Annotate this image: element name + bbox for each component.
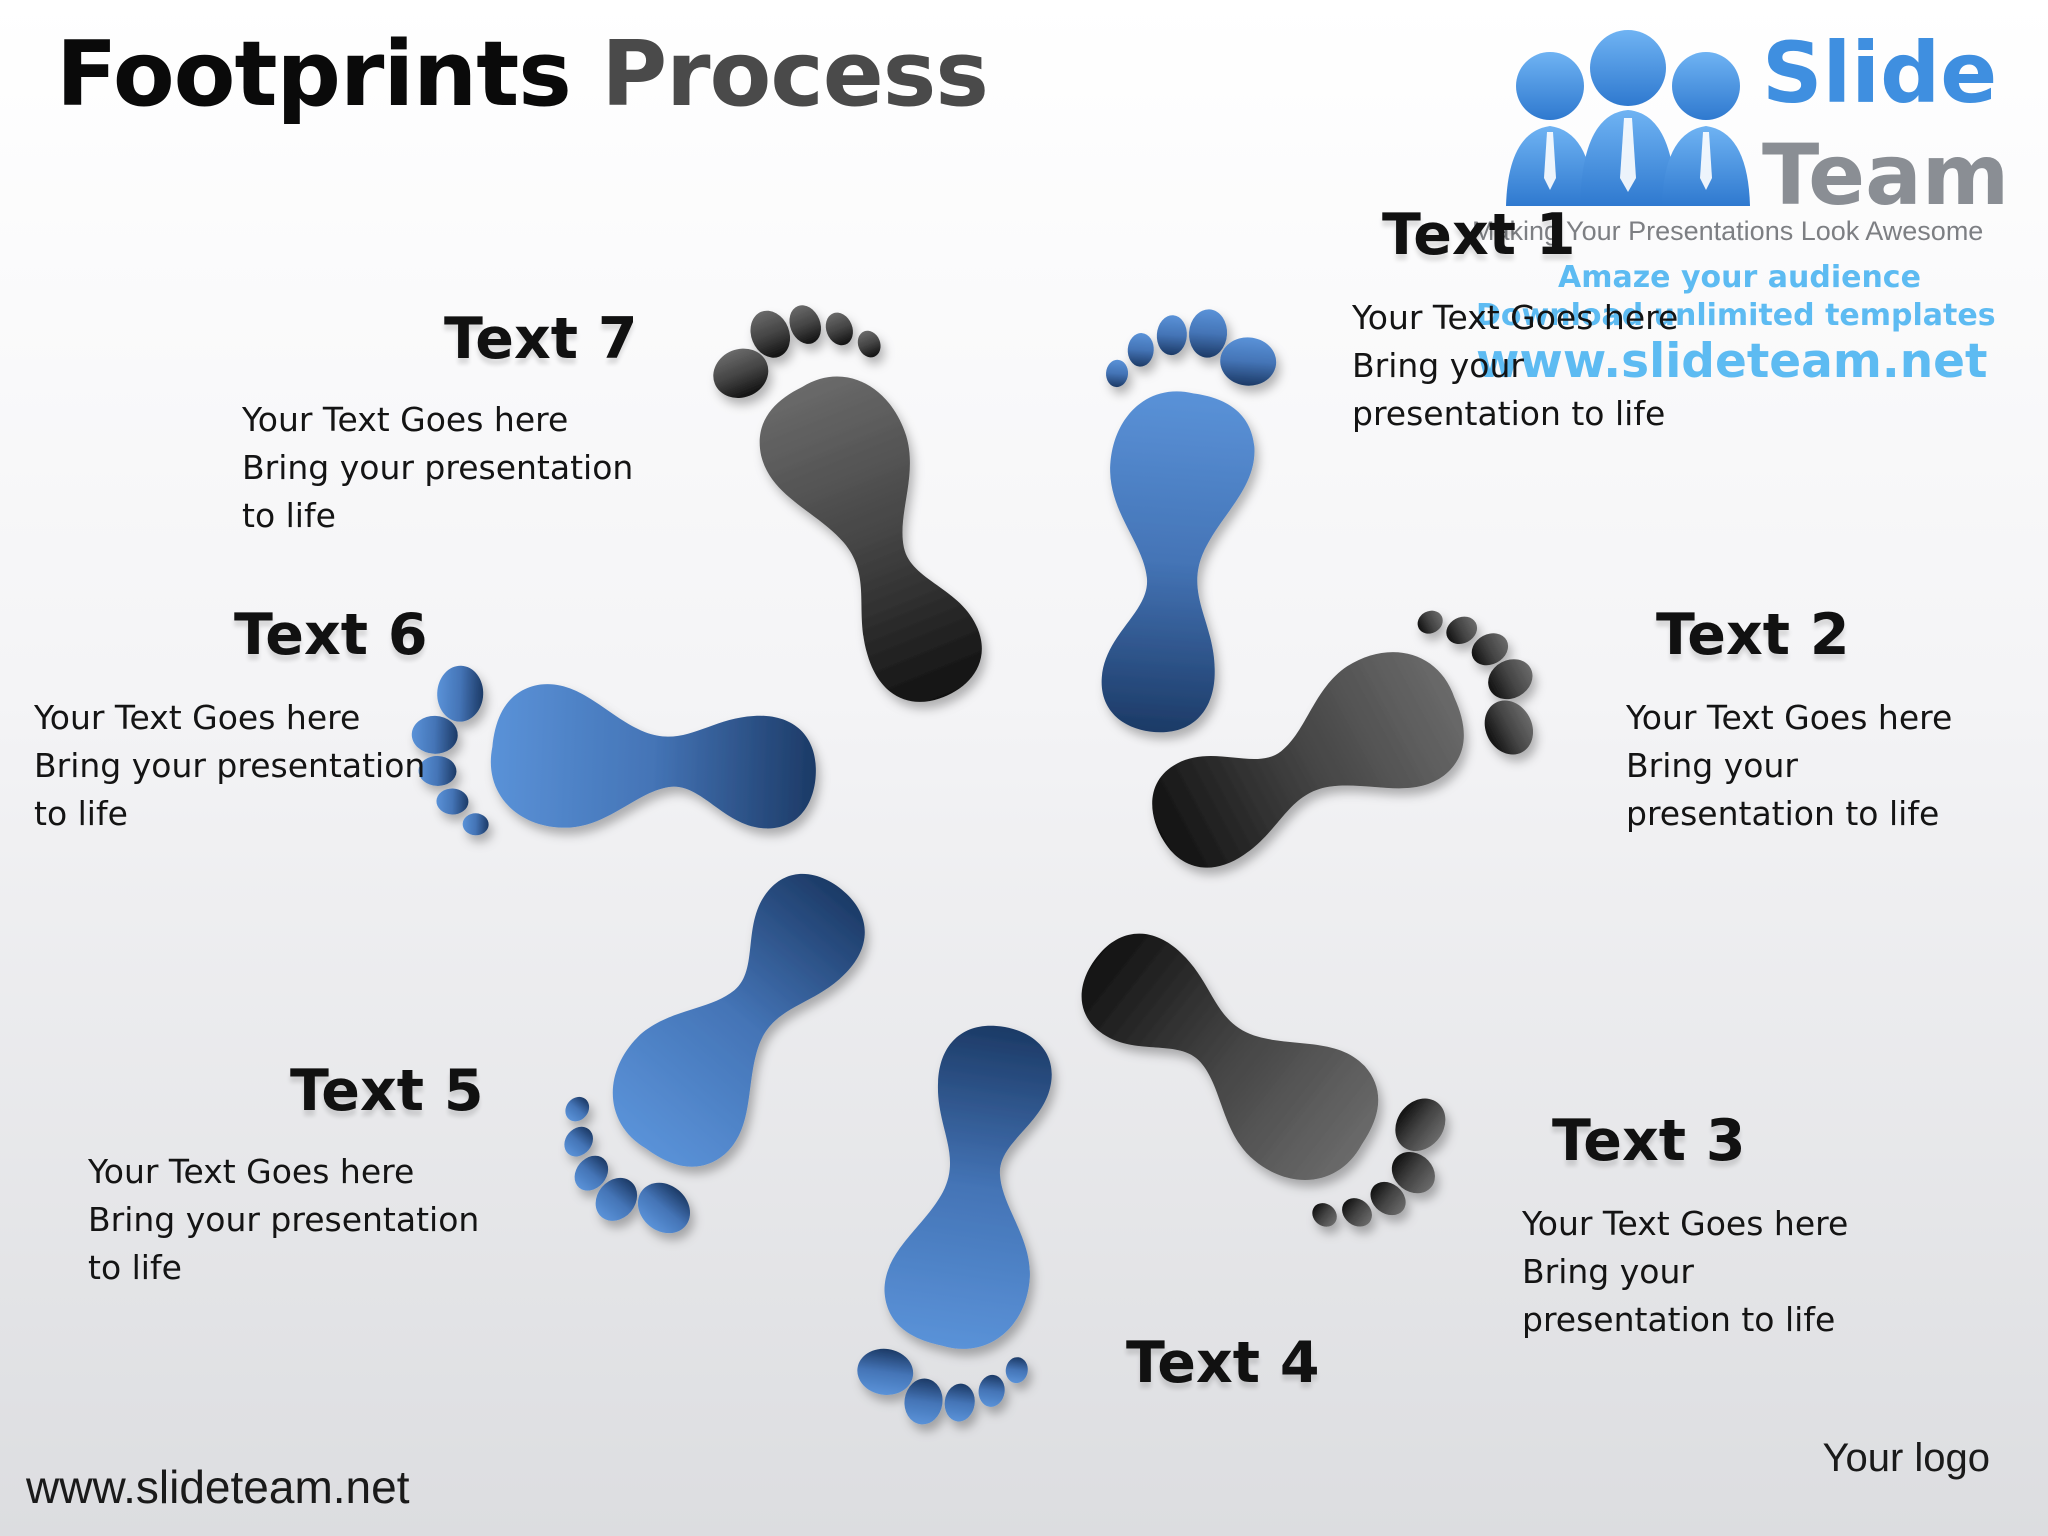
brand-tagline: Making Your Presentations Look Awesome — [1472, 216, 1984, 246]
footer-website: www.slideteam.net — [26, 1461, 410, 1513]
promo-line-1: Amaze your audience — [1558, 260, 1921, 295]
step-3-line-1: Your Text Goes here — [1522, 1204, 1849, 1243]
step-3-line-3: presentation to life — [1522, 1300, 1836, 1339]
step-1-line-1: Your Text Goes here — [1352, 298, 1679, 337]
step-3-label: Text 3 — [1552, 1108, 1746, 1174]
promo-line-2: Download unlimited templates — [1476, 298, 1996, 333]
step-2-description: Your Text Goes here Bring your presentat… — [1626, 694, 1952, 838]
step-7-line-2: Bring your presentation — [242, 448, 634, 487]
step-1-label: Text 1 — [1382, 202, 1576, 268]
step-7-line-3: to life — [242, 496, 336, 535]
step-6-footprint — [408, 664, 820, 848]
step-5-label: Text 5 — [290, 1058, 484, 1124]
step-6-description: Your Text Goes here Bring your presentat… — [34, 694, 425, 838]
step-5-line-2: Bring your presentation — [88, 1200, 480, 1239]
step-1-line-3: presentation to life — [1352, 394, 1666, 433]
step-7-line-1: Your Text Goes here — [242, 400, 569, 439]
step-1-footprint — [1081, 302, 1280, 739]
step-7-description: Your Text Goes here Bring your presentat… — [242, 396, 633, 540]
step-6-line-2: Bring your presentation — [34, 746, 426, 785]
title-part-1: Footprints — [56, 22, 572, 127]
step-4-footprint — [850, 1013, 1075, 1439]
step-6-line-3: to life — [34, 794, 128, 833]
step-2-label: Text 2 — [1656, 602, 1850, 668]
step-6-line-1: Your Text Goes here — [34, 698, 361, 737]
step-3-footprint — [1051, 882, 1475, 1265]
step-3-line-2: Bring your — [1522, 1252, 1694, 1291]
step-2-line-2: Bring your — [1626, 746, 1798, 785]
title-part-2: Process — [601, 22, 989, 127]
promo-url: www.slideteam.net — [1476, 334, 1988, 389]
step-7-label: Text 7 — [444, 306, 638, 372]
step-5-footprint — [525, 842, 916, 1262]
step-4-label: Text 4 — [1126, 1330, 1320, 1396]
step-1-description: Your Text Goes here Bring your presentat… — [1352, 294, 1678, 438]
step-6-label: Text 6 — [234, 602, 428, 668]
logo-placeholder: Your logo — [1822, 1436, 1990, 1480]
brand-name-slide: Slide — [1762, 24, 1998, 122]
step-5-description: Your Text Goes here Bring your presentat… — [88, 1148, 479, 1292]
step-2-line-3: presentation to life — [1626, 794, 1940, 833]
brand-name-team: Team — [1762, 126, 2010, 224]
slide-title: Footprints Process — [56, 22, 989, 127]
step-2-line-1: Your Text Goes here — [1626, 698, 1953, 737]
step-5-line-1: Your Text Goes here — [88, 1152, 415, 1191]
step-1-line-2: Bring your — [1352, 346, 1524, 385]
step-5-line-3: to life — [88, 1248, 182, 1287]
step-3-description: Your Text Goes here Bring your presentat… — [1522, 1200, 1848, 1344]
slideteam-logo: Slide Team Making Your Presentations Loo… — [1470, 20, 2030, 389]
people-icon — [1506, 30, 1750, 206]
step-7-footprint — [696, 274, 1013, 733]
